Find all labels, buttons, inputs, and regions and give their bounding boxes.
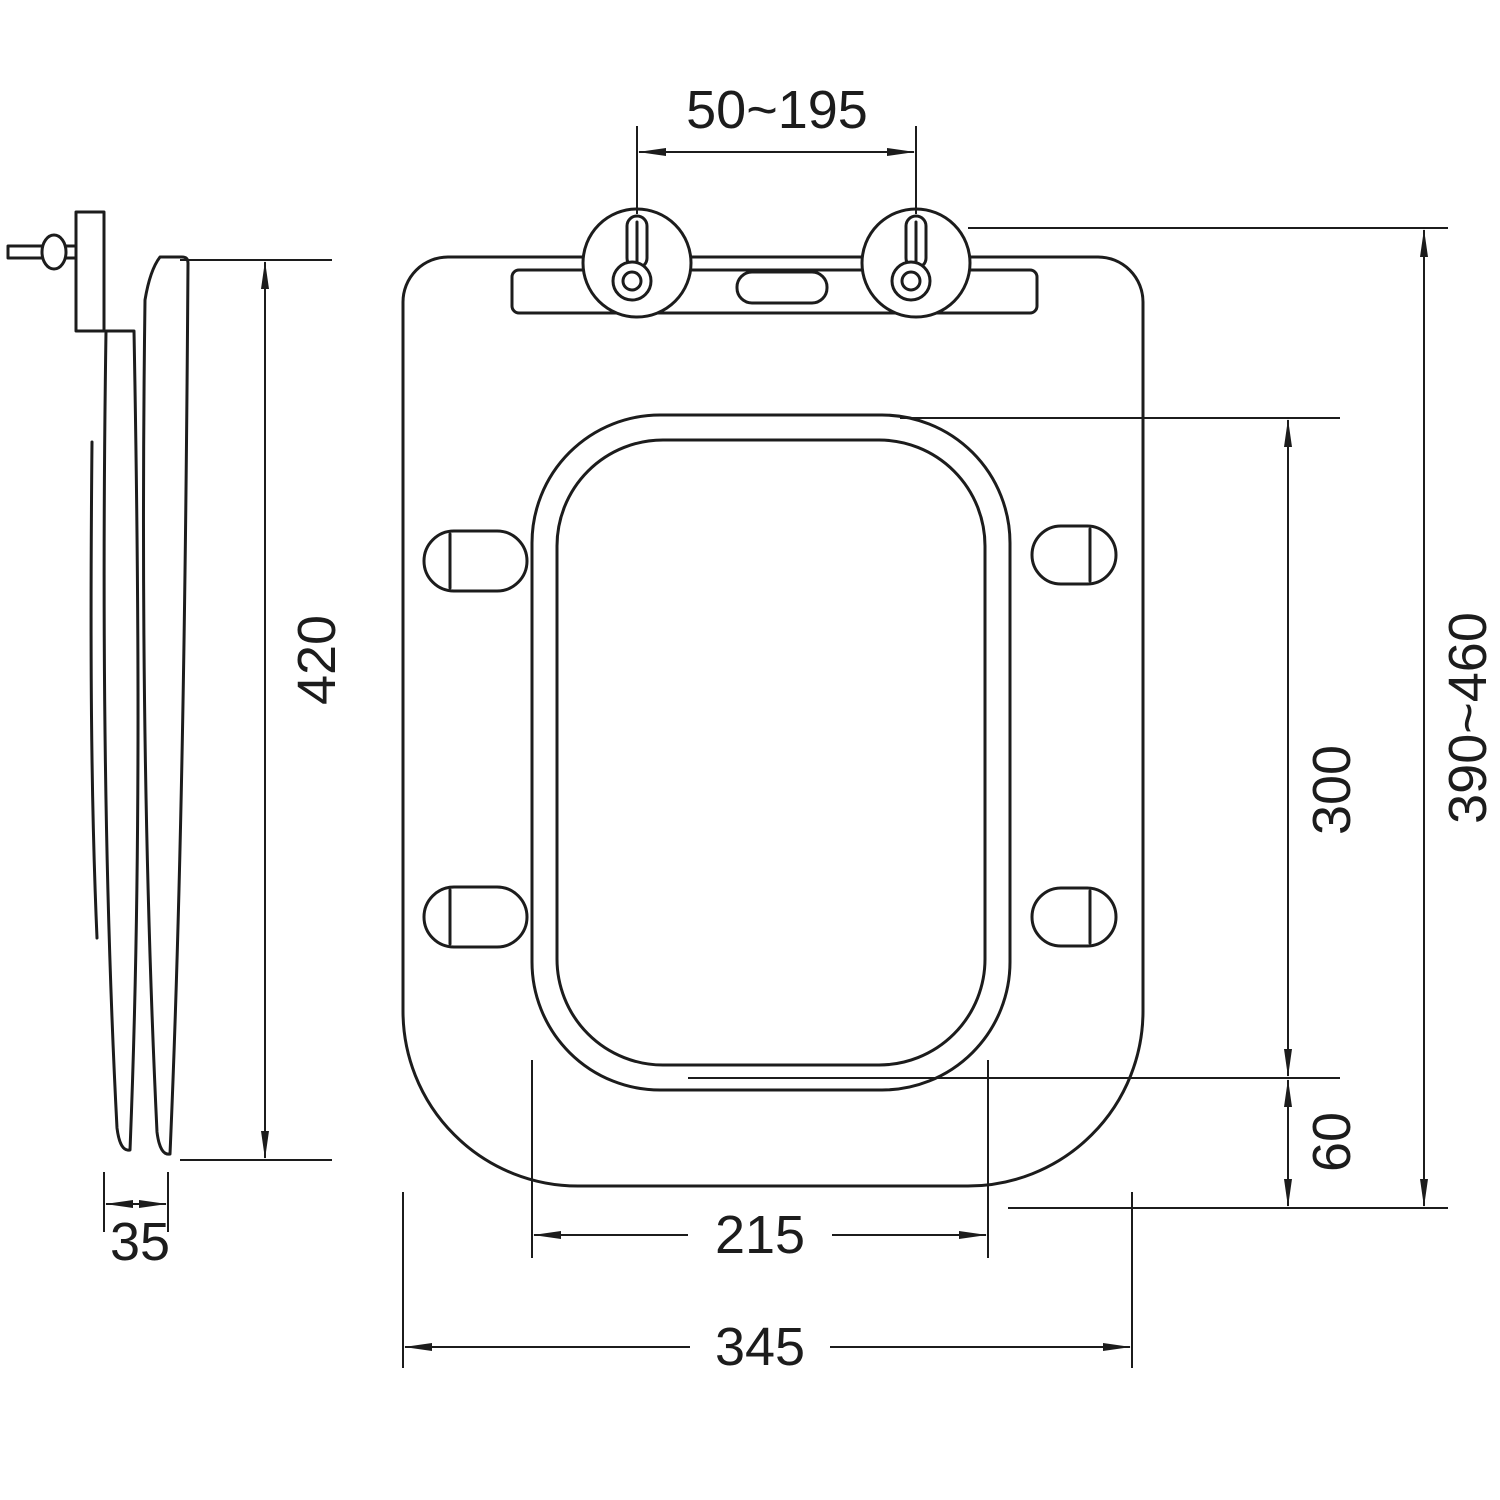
buffer-pad-bottom-left (422, 885, 529, 949)
seat-profile (102, 329, 140, 1152)
dim-label-side-thickness: 35 (110, 1212, 170, 1272)
mount-plate (74, 210, 106, 333)
hinge-rod-ball (40, 233, 68, 271)
opening-inner-contour (555, 438, 987, 1067)
top-view (401, 207, 1145, 1188)
right-hinge-pin-outer (890, 260, 932, 302)
dim-label-opening-width: 215 (715, 1205, 805, 1265)
dim-label-overall-width: 345 (715, 1317, 805, 1377)
dim-label-side-height: 420 (287, 615, 347, 705)
seat-outer-contour (401, 255, 1145, 1188)
buffer-pad-top-left (422, 529, 529, 593)
side-view (6, 210, 190, 1156)
seat-inner-edge-line (89, 440, 99, 940)
opening-outer-contour (530, 413, 1012, 1092)
dimension-lines (103, 126, 1448, 1368)
dim-label-front-gap: 60 (1302, 1112, 1362, 1172)
left-hinge-pin-outer (611, 260, 653, 302)
lid-profile (142, 255, 190, 1156)
buffer-pad-top-right (1030, 524, 1118, 586)
dim-label-opening-height: 300 (1302, 745, 1362, 835)
dimension-labels: 50~195 420 35 390~460 300 60 215 345 (110, 80, 1498, 1377)
dim-label-overall-height: 390~460 (1438, 612, 1498, 824)
dim-label-hinge-spacing: 50~195 (686, 80, 868, 140)
buffer-pad-bottom-right (1030, 886, 1118, 948)
right-hinge-pin-inner (900, 270, 922, 292)
hinge-center-slot (735, 270, 829, 305)
left-hinge-pin-inner (621, 270, 643, 292)
